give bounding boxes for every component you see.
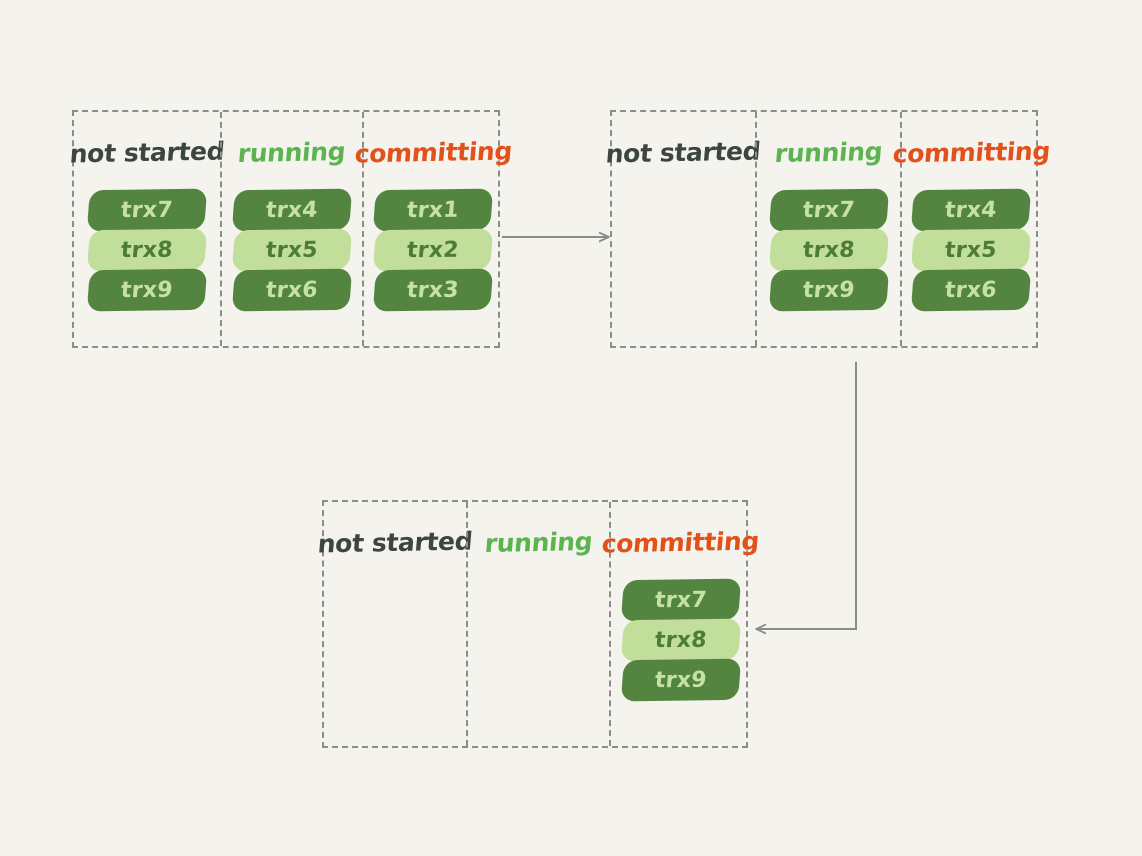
- transaction-label: trx7: [120, 197, 174, 223]
- state-column-committing: committing trx4 trx5 trx6: [891, 112, 1051, 346]
- state-column-not-started: not started trx7 trx8 trx9: [69, 112, 225, 346]
- state-column-committing: committing trx7 trx8 trx9: [601, 502, 760, 746]
- column-title-committing: committing: [891, 136, 1051, 169]
- transaction-pill[interactable]: trx6: [911, 269, 1031, 311]
- transaction-pill[interactable]: trx7: [87, 189, 207, 231]
- transaction-pill[interactable]: trx2: [373, 229, 493, 271]
- transaction-label: trx2: [406, 237, 460, 263]
- transaction-label: trx8: [801, 237, 856, 263]
- state-column-not-started: not started: [317, 502, 474, 746]
- transaction-pill[interactable]: trx7: [620, 579, 741, 621]
- transaction-pill[interactable]: trx9: [620, 659, 741, 701]
- transaction-label: trx9: [653, 667, 708, 693]
- transaction-label: trx6: [265, 277, 319, 303]
- state-column-committing: committing trx1 trx2 trx3: [353, 112, 513, 346]
- transaction-pill[interactable]: trx4: [911, 189, 1031, 231]
- transaction-pill[interactable]: trx4: [232, 189, 352, 231]
- transaction-label: trx4: [944, 197, 998, 223]
- state-column-running: running trx7 trx8 trx9: [755, 112, 900, 346]
- transaction-label: trx1: [406, 197, 460, 223]
- column-title-running: running: [237, 136, 347, 169]
- transaction-pill[interactable]: trx7: [768, 189, 889, 231]
- transaction-pill[interactable]: trx8: [87, 229, 207, 271]
- state-column-not-started: not started: [605, 112, 762, 346]
- transaction-pill[interactable]: trx9: [768, 269, 889, 311]
- column-title-committing: committing: [353, 136, 513, 169]
- transaction-pill[interactable]: trx5: [232, 229, 352, 271]
- transaction-pill[interactable]: trx8: [768, 229, 889, 271]
- arrow-group2-to-group3: [757, 362, 857, 629]
- transaction-pill[interactable]: trx1: [373, 189, 493, 231]
- transaction-stack: trx7 trx8 trx9: [87, 189, 207, 311]
- transaction-label: trx5: [944, 237, 998, 263]
- transaction-stack: trx1 trx2 trx3: [373, 189, 493, 311]
- transaction-label: trx3: [406, 277, 460, 303]
- state-column-running: running trx4 trx5 trx6: [220, 112, 362, 346]
- state-group-2: not started running trx7 trx8 trx9 committing…: [605, 110, 1051, 348]
- transaction-label: trx4: [265, 197, 319, 223]
- column-title-committing: committing: [600, 526, 761, 559]
- column-title-not-started: not started: [68, 136, 226, 169]
- transaction-pill[interactable]: trx6: [232, 269, 352, 311]
- transaction-label: trx9: [120, 277, 174, 303]
- transaction-pill[interactable]: trx3: [373, 269, 493, 311]
- transaction-pill[interactable]: trx9: [87, 269, 207, 311]
- transaction-label: trx5: [265, 237, 319, 263]
- column-title-not-started: not started: [316, 526, 474, 559]
- transaction-label: trx9: [801, 277, 856, 303]
- transaction-label: trx7: [801, 197, 856, 223]
- transaction-stack: trx7 trx8 trx9: [768, 189, 889, 311]
- transaction-pill[interactable]: trx8: [620, 619, 741, 661]
- transaction-stack: trx4 trx5 trx6: [911, 189, 1031, 311]
- transaction-label: trx8: [653, 627, 708, 653]
- column-title-running: running: [483, 526, 594, 559]
- transaction-label: trx6: [944, 277, 998, 303]
- column-title-running: running: [773, 136, 884, 169]
- state-column-running: running: [466, 502, 609, 746]
- transaction-pill[interactable]: trx5: [911, 229, 1031, 271]
- transaction-label: trx7: [653, 587, 708, 613]
- transaction-stack: trx4 trx5 trx6: [232, 189, 352, 311]
- transaction-label: trx8: [120, 237, 174, 263]
- transaction-stack: trx7 trx8 trx9: [620, 579, 741, 701]
- column-title-not-started: not started: [605, 136, 762, 169]
